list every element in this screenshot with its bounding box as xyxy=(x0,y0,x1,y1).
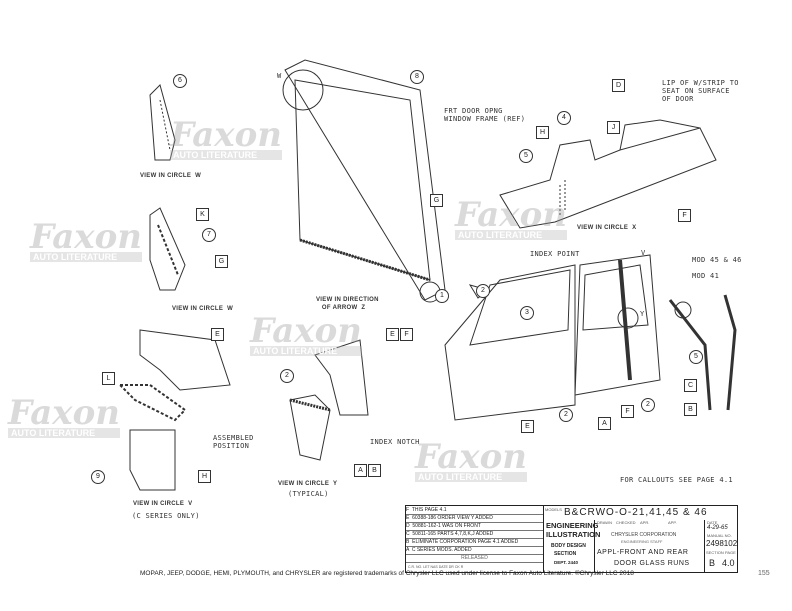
lip-label: LIP OF W/STRIP TO SEAT ON SURFACE OF DOO… xyxy=(662,79,739,103)
trademark-footer: MOPAR, JEEP, DODGE, HEMI, PLYMOUTH, and … xyxy=(140,570,634,577)
callout-5: 5 xyxy=(689,350,703,364)
corner-piece-y xyxy=(289,339,369,461)
models: B&CRWO-O-21,41,45 & 46 xyxy=(564,507,708,518)
callout-2: 2 xyxy=(641,398,655,412)
view-circle-w-label: VIEW IN CIRCLE W xyxy=(140,173,202,179)
page-header: PAGE xyxy=(725,550,736,555)
view-circle-y-label: VIEW IN CIRCLE Y xyxy=(278,481,338,487)
callout-f: F xyxy=(678,209,691,222)
typical-label: (TYPICAL) xyxy=(288,490,329,498)
drawing-title-1: APPL-FRONT AND REAR xyxy=(597,549,689,556)
callout-8: 8 xyxy=(410,70,424,84)
callout-a: A xyxy=(354,464,367,477)
index-notch-label: INDEX NOTCH xyxy=(370,438,420,446)
callout-f: F xyxy=(621,405,634,418)
callout-e: E xyxy=(211,328,224,341)
revision-row: F THIS PAGE 4.1 xyxy=(406,506,543,515)
index-point-label: INDEX POINT xyxy=(530,250,580,258)
c-series-only-label: (C SERIES ONLY) xyxy=(132,512,200,520)
assembled-position-label: ASSEMBLED POSITION xyxy=(213,434,254,450)
callout-2: 2 xyxy=(559,408,573,422)
callout-a: A xyxy=(598,417,611,430)
callout-e: E xyxy=(386,328,399,341)
page-number: 155 xyxy=(758,570,770,577)
body-design-label: BODY DESIGN xyxy=(551,543,586,549)
circle-w-letter: W xyxy=(277,72,282,80)
frt-door-label: FRT DOOR OPNG WINDOW FRAME (REF) xyxy=(444,107,526,123)
trim-piece-w2 xyxy=(149,207,186,291)
section-value: B xyxy=(709,558,716,568)
view-circle-x-label: VIEW IN CIRCLE X xyxy=(577,225,637,231)
apr-label: APR. xyxy=(640,520,650,525)
dept-label: DEPT. 2440 xyxy=(554,560,579,565)
revision-row: A C SERIES MODS. ADDED xyxy=(406,546,543,555)
callout-5: 5 xyxy=(519,149,533,163)
callout-e: E xyxy=(521,420,534,433)
callout-7: 7 xyxy=(202,228,216,242)
title-block: F THIS PAGE 4.1 E 60388-186 ORDER VIEW Y… xyxy=(405,505,738,573)
view-arrow-z-label: VIEW IN DIRECTION OF ARROW Z xyxy=(316,297,379,311)
callout-2: 2 xyxy=(476,284,490,298)
circle-y-letter: Y xyxy=(640,310,645,318)
callout-g: G xyxy=(430,194,443,207)
callout-1: 1 xyxy=(435,289,449,303)
window-frame-z xyxy=(282,59,446,303)
mod-41-label: MOD 41 xyxy=(692,272,720,280)
page-value: 4.0 xyxy=(722,558,735,568)
revision-row: E 60388-186 ORDER VIEW Y ADDED xyxy=(406,514,543,523)
callout-d: D xyxy=(612,79,625,92)
trim-piece-w1 xyxy=(149,84,176,161)
illustration-label: ILLUSTRATION xyxy=(546,530,601,539)
mod-45-46-label: MOD 45 & 46 xyxy=(692,256,742,264)
view-circle-v-label: VIEW IN CIRCLE V xyxy=(133,501,193,507)
engineering-label: ENGINEERING xyxy=(546,521,599,530)
released-row: RELEASED xyxy=(406,554,543,563)
rev-footer: C.R. NO. LET NAS DATE DR CK R xyxy=(408,565,464,569)
callout-b: B xyxy=(684,403,697,416)
revision-row: D 50881-162-1 WAS ON FRONT xyxy=(406,522,543,531)
corp-label: CHRYSLER CORPORATION xyxy=(611,532,677,538)
doors xyxy=(444,254,737,421)
callout-b: B xyxy=(368,464,381,477)
manual-label: MANUAL NO. xyxy=(707,533,732,538)
callout-c: C xyxy=(684,379,697,392)
callout-3: 3 xyxy=(520,306,534,320)
callout-2: 2 xyxy=(280,369,294,383)
callout-g: G xyxy=(215,255,228,268)
models-label: MODELS xyxy=(545,507,562,512)
for-callouts-label: FOR CALLOUTS SEE PAGE 4.1 xyxy=(620,476,733,484)
callout-h: H xyxy=(536,126,549,139)
callout-4: 4 xyxy=(557,111,571,125)
app-label: APP. xyxy=(668,520,677,525)
drawing-title-2: DOOR GLASS RUNS xyxy=(614,560,690,567)
view-circle-w-label: VIEW IN CIRCLE W xyxy=(172,306,234,312)
revision-row: B ELIMINATE CORPORATION PAGE 4.1 ADDED xyxy=(406,538,543,547)
date-value: 4-29-65 xyxy=(707,525,728,531)
sill-piece-e xyxy=(117,329,231,491)
callout-k: K xyxy=(196,208,209,221)
callout-j: J xyxy=(607,121,620,134)
section-label: SECTION xyxy=(554,551,577,557)
callout-6: 6 xyxy=(173,74,187,88)
manual-number: 2498102 xyxy=(706,539,738,548)
drawn-label: DRAWN xyxy=(597,520,612,525)
staff-label: ENGINEERING STAFF xyxy=(621,539,663,544)
revision-row: C 50811-165 PARTS 4,7,8,K,J ADDED xyxy=(406,530,543,539)
date-label: DATE xyxy=(707,520,718,525)
circle-v-letter: V xyxy=(641,249,646,257)
callout-h: H xyxy=(198,470,211,483)
callout-9: 9 xyxy=(91,470,105,484)
channel-x xyxy=(499,119,717,229)
callout-f: F xyxy=(400,328,413,341)
checked-label: CHECKED xyxy=(616,520,636,525)
callout-l: L xyxy=(102,372,115,385)
section-header: SECTION xyxy=(706,550,724,555)
